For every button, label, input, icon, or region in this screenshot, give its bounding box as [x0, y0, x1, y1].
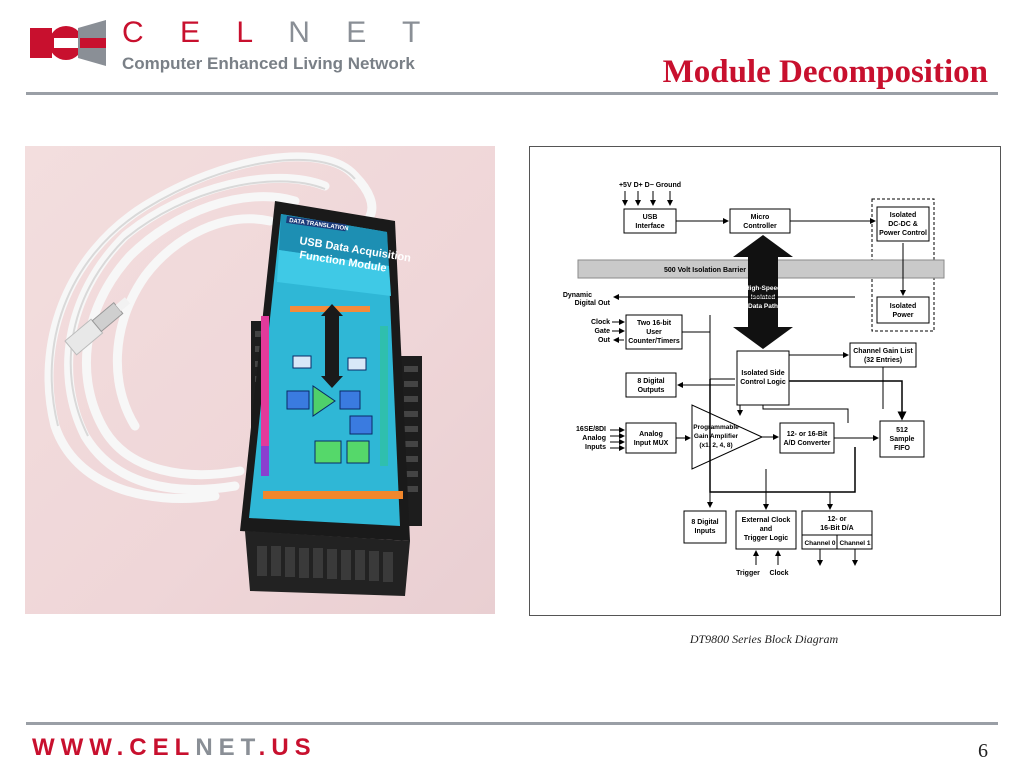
amplifier-line2: Gain Amplifier — [694, 433, 739, 440]
slide-title: Module Decomposition — [662, 54, 988, 90]
block-diagram-frame: +5V D+ D− Ground USB Interface Micro Con… — [529, 146, 1001, 616]
clock-label: Clock — [591, 319, 610, 326]
analog-mux-block — [625, 422, 677, 454]
channel0-label: Channel 0 — [804, 540, 835, 547]
brand-name: C E L N E T — [122, 16, 434, 50]
brand-part-gray: N E T — [265, 16, 435, 49]
clock-trigger-line2: and — [760, 526, 772, 533]
counter-timers-line3: Counter/Timers — [628, 338, 680, 345]
analog-mux-line1: Analog — [639, 431, 663, 438]
counter-timers-line2: User — [646, 329, 662, 336]
isolated-power-line1: Isolated — [890, 303, 916, 310]
fifo-block — [879, 420, 925, 458]
usb-interface-line1: USB — [643, 214, 658, 221]
footer-url-part3: .US — [258, 734, 317, 761]
digital-inputs-line1: 8 Digital — [691, 519, 718, 526]
digital-outputs-line2: Outputs — [638, 387, 665, 394]
ad-converter-line2: A/D Converter — [783, 440, 830, 447]
brand-part-red: C E L — [122, 16, 266, 49]
block-diagram: +5V D+ D− Ground USB Interface Micro Con… — [563, 182, 945, 577]
logic-to-adc-link — [762, 405, 849, 423]
usb-pin-labels: +5V D+ D− Ground — [619, 182, 681, 189]
module-photo-drawing: DATA TRANSLATION USB Data Acquisition Fu… — [44, 152, 422, 596]
bottom-bus-link — [709, 379, 856, 493]
amplifier-line1: Programmable — [693, 424, 739, 431]
out-label: Out — [598, 337, 611, 344]
usb-interface-line2: Interface — [635, 223, 664, 230]
channel1-label: Channel 1 — [839, 540, 870, 547]
dynamic-digital-out-line1: Dynamic — [563, 292, 592, 299]
digital-outputs-block — [625, 372, 677, 398]
isolated-power-line2: Power — [892, 312, 913, 319]
data-path-arrow — [733, 235, 793, 349]
control-logic-line2: Control Logic — [740, 379, 786, 386]
analog-inputs-line2: Analog — [582, 435, 606, 442]
fifo-line2: Sample — [890, 436, 915, 443]
micro-controller-line2: Controller — [743, 223, 777, 230]
isolation-barrier-label: 500 Volt Isolation Barrier — [664, 267, 746, 274]
tagline: Computer Enhanced Living Network — [122, 54, 415, 73]
clock-in-label: Clock — [769, 570, 788, 577]
header-divider — [26, 92, 998, 95]
footer-url: WWW.CELNET.US — [32, 734, 317, 762]
trigger-label: Trigger — [736, 570, 760, 577]
clock-trigger-block — [735, 510, 797, 550]
isolated-dcdc-line3: Power Control — [879, 230, 927, 237]
channel-gain-list-block — [849, 342, 917, 368]
counter-timers-line1: Two 16-bit — [637, 320, 672, 327]
ad-converter-block — [779, 422, 835, 454]
gate-label: Gate — [594, 328, 610, 335]
clock-trigger-line1: External Clock — [742, 517, 791, 524]
footer-divider — [26, 722, 998, 725]
analog-inputs-line3: Inputs — [585, 444, 606, 451]
isolated-dcdc-line1: Isolated — [890, 212, 916, 219]
digital-outputs-line1: 8 Digital — [637, 378, 664, 385]
data-path-line1: High-Speed — [745, 285, 781, 292]
isolated-power-block — [876, 296, 930, 324]
micro-controller-line1: Micro — [751, 214, 770, 221]
isolated-dcdc-block — [876, 206, 930, 242]
dynamic-digital-out-line2: Digital Out — [575, 300, 611, 307]
clock-trigger-line3: Trigger Logic — [744, 535, 788, 542]
control-logic-line1: Isolated Side — [741, 370, 784, 377]
footer-url-part1: WWW.CEL — [32, 734, 196, 761]
module-photo: DATA TRANSLATION USB Data Acquisition Fu… — [25, 146, 495, 614]
page-number: 6 — [978, 740, 988, 762]
isolated-dcdc-line2: DC-DC & — [888, 221, 918, 228]
logic-to-fifo-link — [789, 380, 907, 421]
control-logic-block — [736, 350, 790, 406]
celnet-logo — [30, 20, 106, 66]
analog-inputs-line1: 16SE/8DI — [576, 426, 606, 433]
da-converter-line1: 12- or — [827, 516, 846, 523]
digital-inputs-line2: Inputs — [695, 528, 716, 535]
diagram-caption: DT9800 Series Block Diagram — [689, 632, 839, 646]
da-converter-line2: 16-Bit D/A — [820, 525, 853, 532]
footer-url-part2: NET — [195, 734, 259, 761]
analog-mux-line2: Input MUX — [634, 440, 669, 447]
ad-converter-line1: 12- or 16-Bit — [787, 431, 828, 438]
fifo-line3: FIFO — [894, 445, 910, 452]
amplifier-line3: (x1, 2, 4, 8) — [699, 442, 732, 449]
channel-gain-list-line2: (32 Entries) — [864, 357, 902, 364]
counter-bus-link — [709, 315, 735, 380]
counter-timers-block — [625, 314, 683, 350]
digital-inputs-block — [683, 510, 727, 544]
data-path-line3: Data Path — [748, 303, 778, 310]
channel-gain-list-line1: Channel Gain List — [853, 348, 913, 355]
fifo-line1: 512 — [896, 427, 908, 434]
